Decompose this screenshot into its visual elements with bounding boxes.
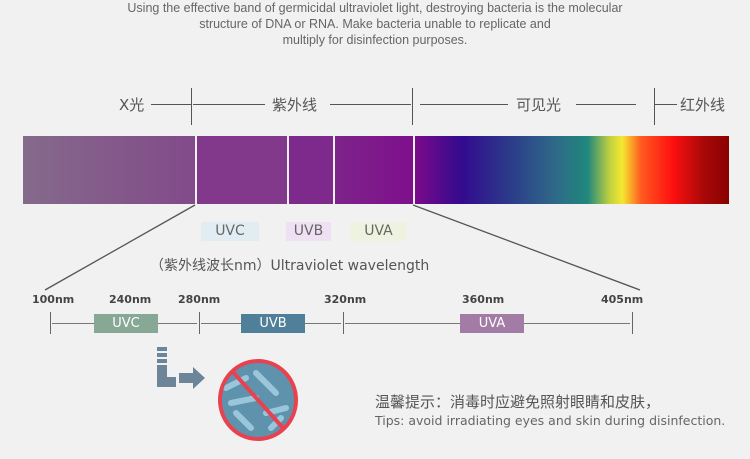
label-visible: 可见光 xyxy=(516,96,562,114)
label-infrared: 红外线 xyxy=(680,96,726,114)
axis-tick xyxy=(50,312,51,334)
tip-english: Tips: avoid irradiating eyes and skin du… xyxy=(375,413,726,428)
spectrum-uvc xyxy=(197,136,287,204)
no-bacteria-icon xyxy=(218,359,298,441)
spectrum-uva xyxy=(335,136,413,204)
scale-label: 360nm xyxy=(462,293,505,306)
tip-chinese: 温馨提示：消毒时应避免照射眼睛和皮肤， xyxy=(375,393,661,411)
divider xyxy=(420,104,508,105)
divider xyxy=(576,104,636,105)
intro-line: Using the effective band of germicidal u… xyxy=(127,1,623,15)
intro-text: Using the effective band of germicidal u… xyxy=(0,0,750,48)
chip-uva: UVA xyxy=(350,222,407,241)
spectrum-uvb xyxy=(289,136,333,204)
axis-tick xyxy=(343,312,344,334)
chip-uvc: UVC xyxy=(201,222,259,241)
axis-tick xyxy=(632,312,633,334)
divider xyxy=(412,88,413,125)
axis-tick xyxy=(199,312,200,334)
scale-label: 280nm xyxy=(178,293,221,306)
band-uvb: UVB xyxy=(241,314,305,333)
intro-line: structure of DNA or RNA. Make bacteria u… xyxy=(199,17,551,31)
wavelength-caption: （紫外线波长nm）Ultraviolet wavelength xyxy=(150,258,430,274)
intro-line: multiply for disinfection purposes. xyxy=(282,33,468,47)
chip-uvb: UVB xyxy=(286,222,331,241)
divider xyxy=(193,104,265,105)
scale-label: 405nm xyxy=(601,293,644,306)
divider xyxy=(654,88,655,125)
arrow-icon xyxy=(157,347,205,389)
divider xyxy=(151,104,191,105)
scale-label: 240nm xyxy=(109,293,152,306)
spectrum-visible xyxy=(415,136,729,204)
divider xyxy=(655,104,677,105)
band-uvc: UVC xyxy=(94,314,158,333)
label-xray: X光 xyxy=(119,96,145,114)
divider xyxy=(330,104,411,105)
spectrum-xray xyxy=(23,136,195,204)
scale-label: 100nm xyxy=(32,293,75,306)
scale-label: 320nm xyxy=(324,293,367,306)
divider xyxy=(191,88,192,125)
band-uva: UVA xyxy=(460,314,524,333)
label-uv: 紫外线 xyxy=(272,96,318,114)
